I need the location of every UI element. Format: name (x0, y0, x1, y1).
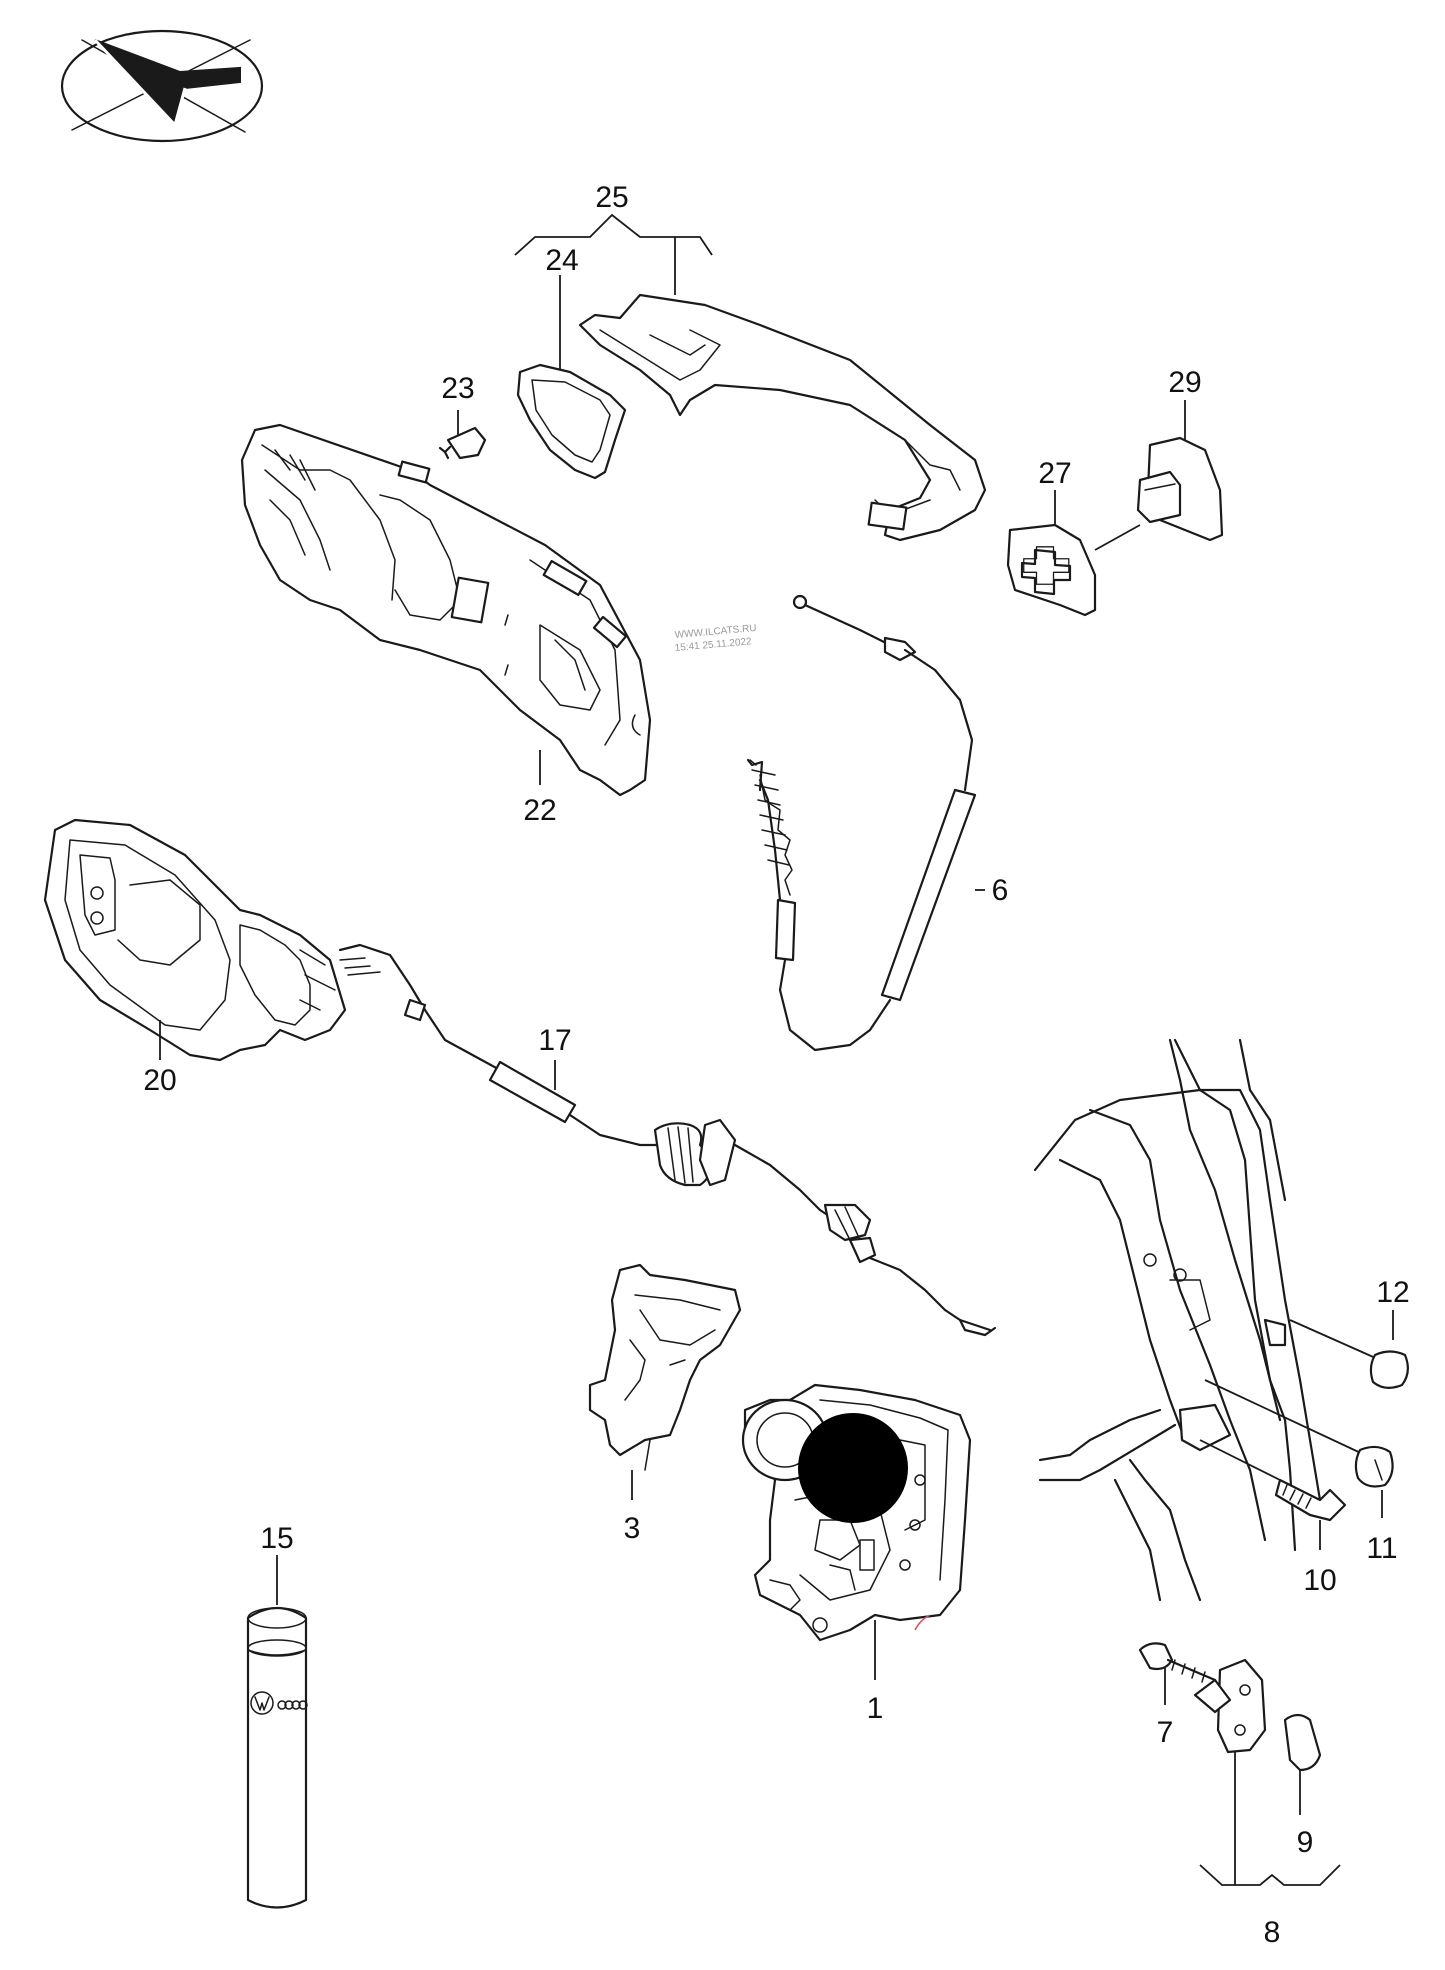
callout-label-8: 8 (1264, 1916, 1281, 1949)
part-15-spray-can (246, 1555, 308, 1909)
part-8-striker (1193, 1658, 1341, 1886)
part-20-interior-handle (43, 818, 347, 1062)
callout-label-7: 7 (1157, 1716, 1174, 1749)
part-27-cap (1006, 490, 1097, 617)
part-3-lock-cover (588, 1263, 742, 1500)
part-29-cover (1094, 400, 1224, 551)
part-10-bolt (1199, 1439, 1347, 1550)
part-17-cable (338, 943, 997, 1337)
direction-arrow-icon (60, 29, 264, 143)
callout-label-23: 23 (441, 372, 474, 405)
callout-label-27: 27 (1038, 457, 1071, 490)
callout-label-20: 20 (143, 1064, 176, 1097)
callout-label-11: 11 (1366, 1532, 1397, 1565)
callout-label-12: 12 (1376, 1276, 1409, 1309)
callout-label-25: 25 (595, 181, 628, 214)
part-12-plug (1289, 1310, 1409, 1389)
callout-label-29: 29 (1168, 366, 1201, 399)
part-22-carrier-bracket (240, 423, 652, 797)
callout-label-1: 1 (867, 1692, 884, 1725)
marker-dot (798, 1413, 908, 1523)
callout-label-6: 6 (992, 874, 1009, 907)
callout-label-15: 15 (260, 1522, 293, 1555)
callout-label-9: 9 (1297, 1826, 1314, 1859)
vw-logo-icon (250, 1691, 308, 1715)
part-6-cable (746, 594, 985, 1052)
part-24-gasket (516, 275, 627, 480)
callout-label-22: 22 (523, 794, 556, 827)
part-11-plug (1204, 1379, 1394, 1518)
part-23-bolt (438, 410, 487, 460)
callout-label-24: 24 (545, 244, 578, 277)
part-1-door-lock (741, 1383, 972, 1680)
callout-label-3: 3 (624, 1512, 641, 1545)
callout-label-10: 10 (1303, 1564, 1336, 1597)
callout-label-17: 17 (538, 1024, 571, 1057)
part-9-shim (1283, 1713, 1322, 1815)
part-7-bolt (1138, 1642, 1217, 1705)
part-25-exterior-handle (514, 213, 987, 542)
door-frame (1033, 1038, 1322, 1602)
